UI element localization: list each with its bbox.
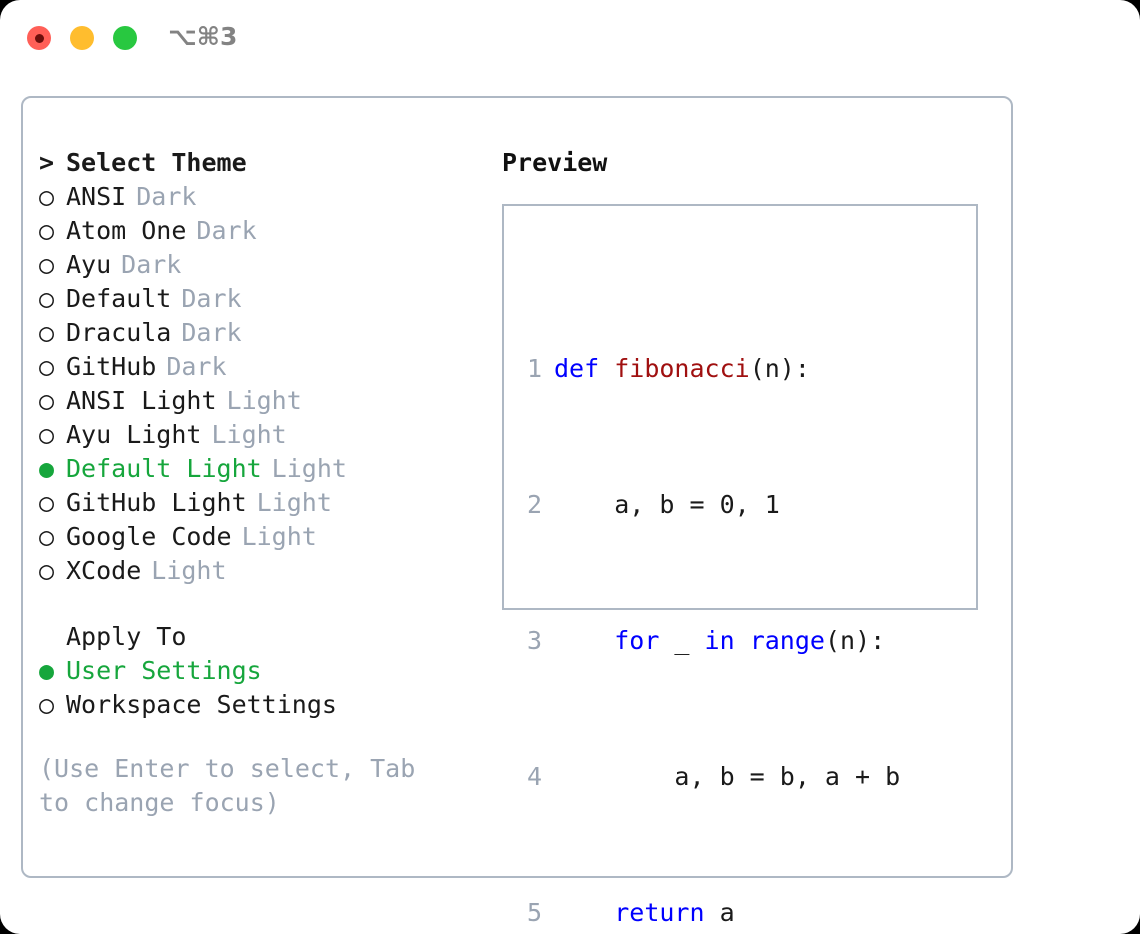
code-token-plain: a: [704, 898, 735, 927]
code-token-keyword: def: [554, 354, 615, 383]
radio-unselected-icon[interactable]: ○: [39, 216, 55, 245]
radio-unselected-icon[interactable]: ○: [39, 182, 55, 211]
theme-mode-badge: Dark: [136, 182, 197, 211]
radio-unselected-icon[interactable]: ○: [39, 522, 55, 551]
theme-option-ayu-dark[interactable]: ○ Ayu Dark: [39, 248, 499, 282]
theme-option-github-light[interactable]: ○ GitHub Light Light: [39, 486, 499, 520]
line-number: 2: [526, 490, 542, 519]
radio-unselected-icon[interactable]: ○: [39, 284, 55, 313]
keyboard-shortcut-label: ⌥⌘3: [168, 22, 238, 51]
code-line: 5 return a: [518, 896, 926, 930]
code-token-plain: [554, 896, 614, 930]
theme-option-xcode[interactable]: ○ XCode Light: [39, 554, 499, 588]
line-number: 4: [526, 762, 542, 791]
theme-option-label: Google Code: [66, 522, 232, 551]
code-line: 3 for _ in range(n):: [518, 624, 926, 658]
code-token-plain: (n):: [749, 354, 810, 383]
code-token-keyword: return: [614, 898, 705, 927]
theme-option-label: Default: [66, 284, 172, 313]
theme-mode-badge: Dark: [181, 284, 242, 313]
radio-unselected-icon[interactable]: ○: [39, 352, 55, 381]
prompt-caret-icon: >: [39, 148, 55, 177]
radio-unselected-icon[interactable]: ○: [39, 420, 55, 449]
select-theme-title: Select Theme: [66, 148, 247, 177]
theme-option-ansi-light[interactable]: ○ ANSI Light Light: [39, 384, 499, 418]
theme-option-label: XCode: [66, 556, 142, 585]
theme-mode-badge: Light: [211, 420, 287, 449]
close-button-icon[interactable]: [27, 26, 51, 50]
title-bar: ⌥⌘3: [0, 0, 1140, 78]
radio-unselected-icon[interactable]: ○: [39, 386, 55, 415]
radio-unselected-icon[interactable]: ○: [39, 556, 55, 585]
apply-to-user-settings[interactable]: ● User Settings: [39, 654, 499, 688]
preview-title: Preview: [502, 148, 608, 177]
radio-unselected-icon[interactable]: ○: [39, 250, 55, 279]
code-token-keyword: for: [614, 626, 660, 655]
theme-option-google-code[interactable]: ○ Google Code Light: [39, 520, 499, 554]
radio-selected-icon[interactable]: ●: [39, 656, 55, 685]
theme-option-default-dark[interactable]: ○ Default Dark: [39, 282, 499, 316]
theme-mode-badge: Dark: [121, 250, 182, 279]
theme-mode-badge: Dark: [181, 318, 242, 347]
select-theme-header: > Select Theme: [39, 146, 499, 180]
theme-option-label: Atom One: [66, 216, 187, 245]
section-spacer: [39, 588, 499, 620]
theme-option-label: Ayu Light: [66, 420, 202, 449]
theme-option-label: Dracula: [66, 318, 172, 347]
code-token-plain: [735, 624, 750, 658]
theme-option-label: Ayu: [66, 250, 112, 279]
theme-mode-badge: Light: [241, 522, 317, 551]
radio-unselected-icon[interactable]: ○: [39, 488, 55, 517]
theme-mode-badge: Light: [151, 556, 227, 585]
code-token-function: fibonacci: [614, 354, 750, 383]
theme-option-ansi-dark[interactable]: ○ ANSI Dark: [39, 180, 499, 214]
code-token-keyword: in: [704, 626, 735, 655]
keyboard-hint-text: (Use Enter to select, Tab to change focu…: [39, 754, 431, 817]
code-line: 1 def fibonacci(n):: [518, 352, 926, 386]
apply-to-title: Apply To: [66, 622, 187, 651]
minimize-button-icon[interactable]: [70, 26, 94, 50]
radio-unselected-icon[interactable]: ○: [39, 690, 55, 719]
theme-option-atom-one-dark[interactable]: ○ Atom One Dark: [39, 214, 499, 248]
theme-mode-badge: Light: [256, 488, 332, 517]
line-number: 3: [526, 626, 542, 655]
theme-option-label: Default Light: [66, 454, 262, 483]
theme-option-label: ANSI: [66, 182, 127, 211]
code-token-plain: a, b = b, a + b: [554, 762, 901, 791]
line-number: 1: [526, 354, 542, 383]
theme-option-dracula-dark[interactable]: ○ Dracula Dark: [39, 316, 499, 350]
theme-option-label: GitHub: [66, 352, 157, 381]
line-number: 5: [526, 898, 542, 927]
code-line: 4 a, b = b, a + b: [518, 760, 926, 794]
radio-selected-icon[interactable]: ●: [39, 454, 55, 483]
theme-mode-badge: Light: [226, 386, 302, 415]
theme-option-github-dark[interactable]: ○ GitHub Dark: [39, 350, 499, 384]
theme-option-label: GitHub Light: [66, 488, 247, 517]
code-token-plain: a, b = 0, 1: [554, 490, 780, 519]
code-token-plain: (n):: [824, 626, 886, 655]
code-line: 2 a, b = 0, 1: [518, 488, 926, 522]
radio-unselected-icon[interactable]: ○: [39, 318, 55, 347]
theme-mode-badge: Dark: [166, 352, 227, 381]
theme-option-label: ANSI Light: [66, 386, 217, 415]
apply-to-workspace-settings[interactable]: ○ Workspace Settings: [39, 688, 499, 722]
maximize-button-icon[interactable]: [113, 26, 137, 50]
apply-to-option-label: User Settings: [66, 656, 262, 685]
theme-option-ayu-light[interactable]: ○ Ayu Light Light: [39, 418, 499, 452]
theme-mode-badge: Light: [271, 454, 347, 483]
apply-to-option-label: Workspace Settings: [66, 690, 337, 719]
traffic-light-group: [27, 26, 137, 50]
code-token-plain: [554, 624, 614, 658]
theme-mode-badge: Dark: [196, 216, 257, 245]
code-token-plain: _: [659, 626, 705, 655]
theme-option-default-light[interactable]: ● Default Light Light: [39, 452, 499, 486]
code-token-builtin: range: [749, 626, 825, 655]
